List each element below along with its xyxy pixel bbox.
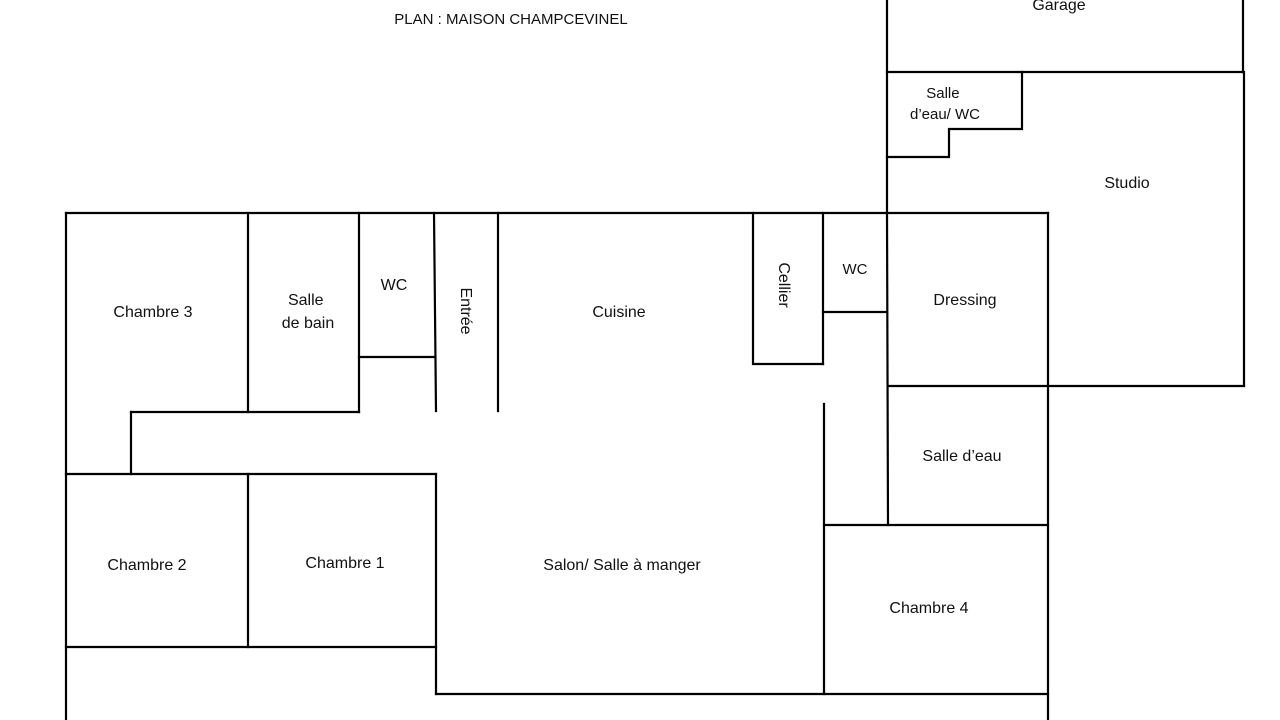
room-labels: Garage Salle d’eau/ WC Studio Chambre 3 …: [107, 0, 1149, 617]
wall-dressing-left: [885, 211, 890, 527]
room-label-garage: Garage: [1032, 0, 1085, 14]
room-label-cellier: Cellier: [775, 262, 792, 308]
room-label-wc1: WC: [381, 277, 408, 294]
room-label-salon: Salon/ Salle à manger: [543, 557, 701, 574]
room-label-salle-eau-wc-line2: d’eau/ WC: [910, 106, 980, 123]
room-label-wc2: WC: [843, 261, 868, 278]
wall-salle-eau-wc-step: [885, 70, 1024, 159]
room-label-salle-de-bain-line1: Salle: [288, 292, 324, 309]
plan-title: PLAN : MAISON CHAMPCEVINEL: [394, 11, 627, 28]
room-label-salle-de-bain-line2: de bain: [282, 315, 335, 332]
room-label-entree: Entrée: [457, 287, 474, 334]
room-label-salle-eau: Salle d’eau: [922, 448, 1001, 465]
room-label-chambre3: Chambre 3: [113, 304, 192, 321]
walls: [64, 0, 1246, 720]
wall-entree-left: [432, 211, 438, 413]
room-label-chambre2: Chambre 2: [107, 557, 186, 574]
room-label-salle-de-bain: Salle de bain: [282, 292, 335, 332]
wall-cellier: [751, 211, 825, 366]
room-label-studio: Studio: [1104, 175, 1149, 192]
room-label-salle-eau-wc: Salle d’eau/ WC: [910, 85, 980, 123]
room-label-chambre1: Chambre 1: [305, 555, 384, 572]
room-label-chambre4: Chambre 4: [889, 600, 968, 617]
room-label-cuisine: Cuisine: [592, 304, 645, 321]
room-label-dressing: Dressing: [933, 292, 996, 309]
room-label-salle-eau-wc-line1: Salle: [926, 85, 959, 102]
